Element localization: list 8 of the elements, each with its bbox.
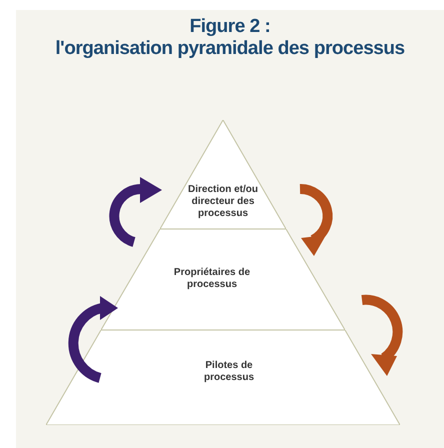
figure-title: Figure 2 : <box>188 16 272 38</box>
level-label: Pilotes de processus <box>202 360 256 384</box>
pyramid-level <box>46 330 400 425</box>
level-label: Propriétaires de processus <box>172 267 252 291</box>
pyramid-level <box>160 120 286 229</box>
level-label: Direction et/ou directeur des processus <box>186 184 259 220</box>
figure-subtitle: l'organisation pyramidale des processus <box>54 38 406 60</box>
pyramid-level <box>101 229 345 330</box>
